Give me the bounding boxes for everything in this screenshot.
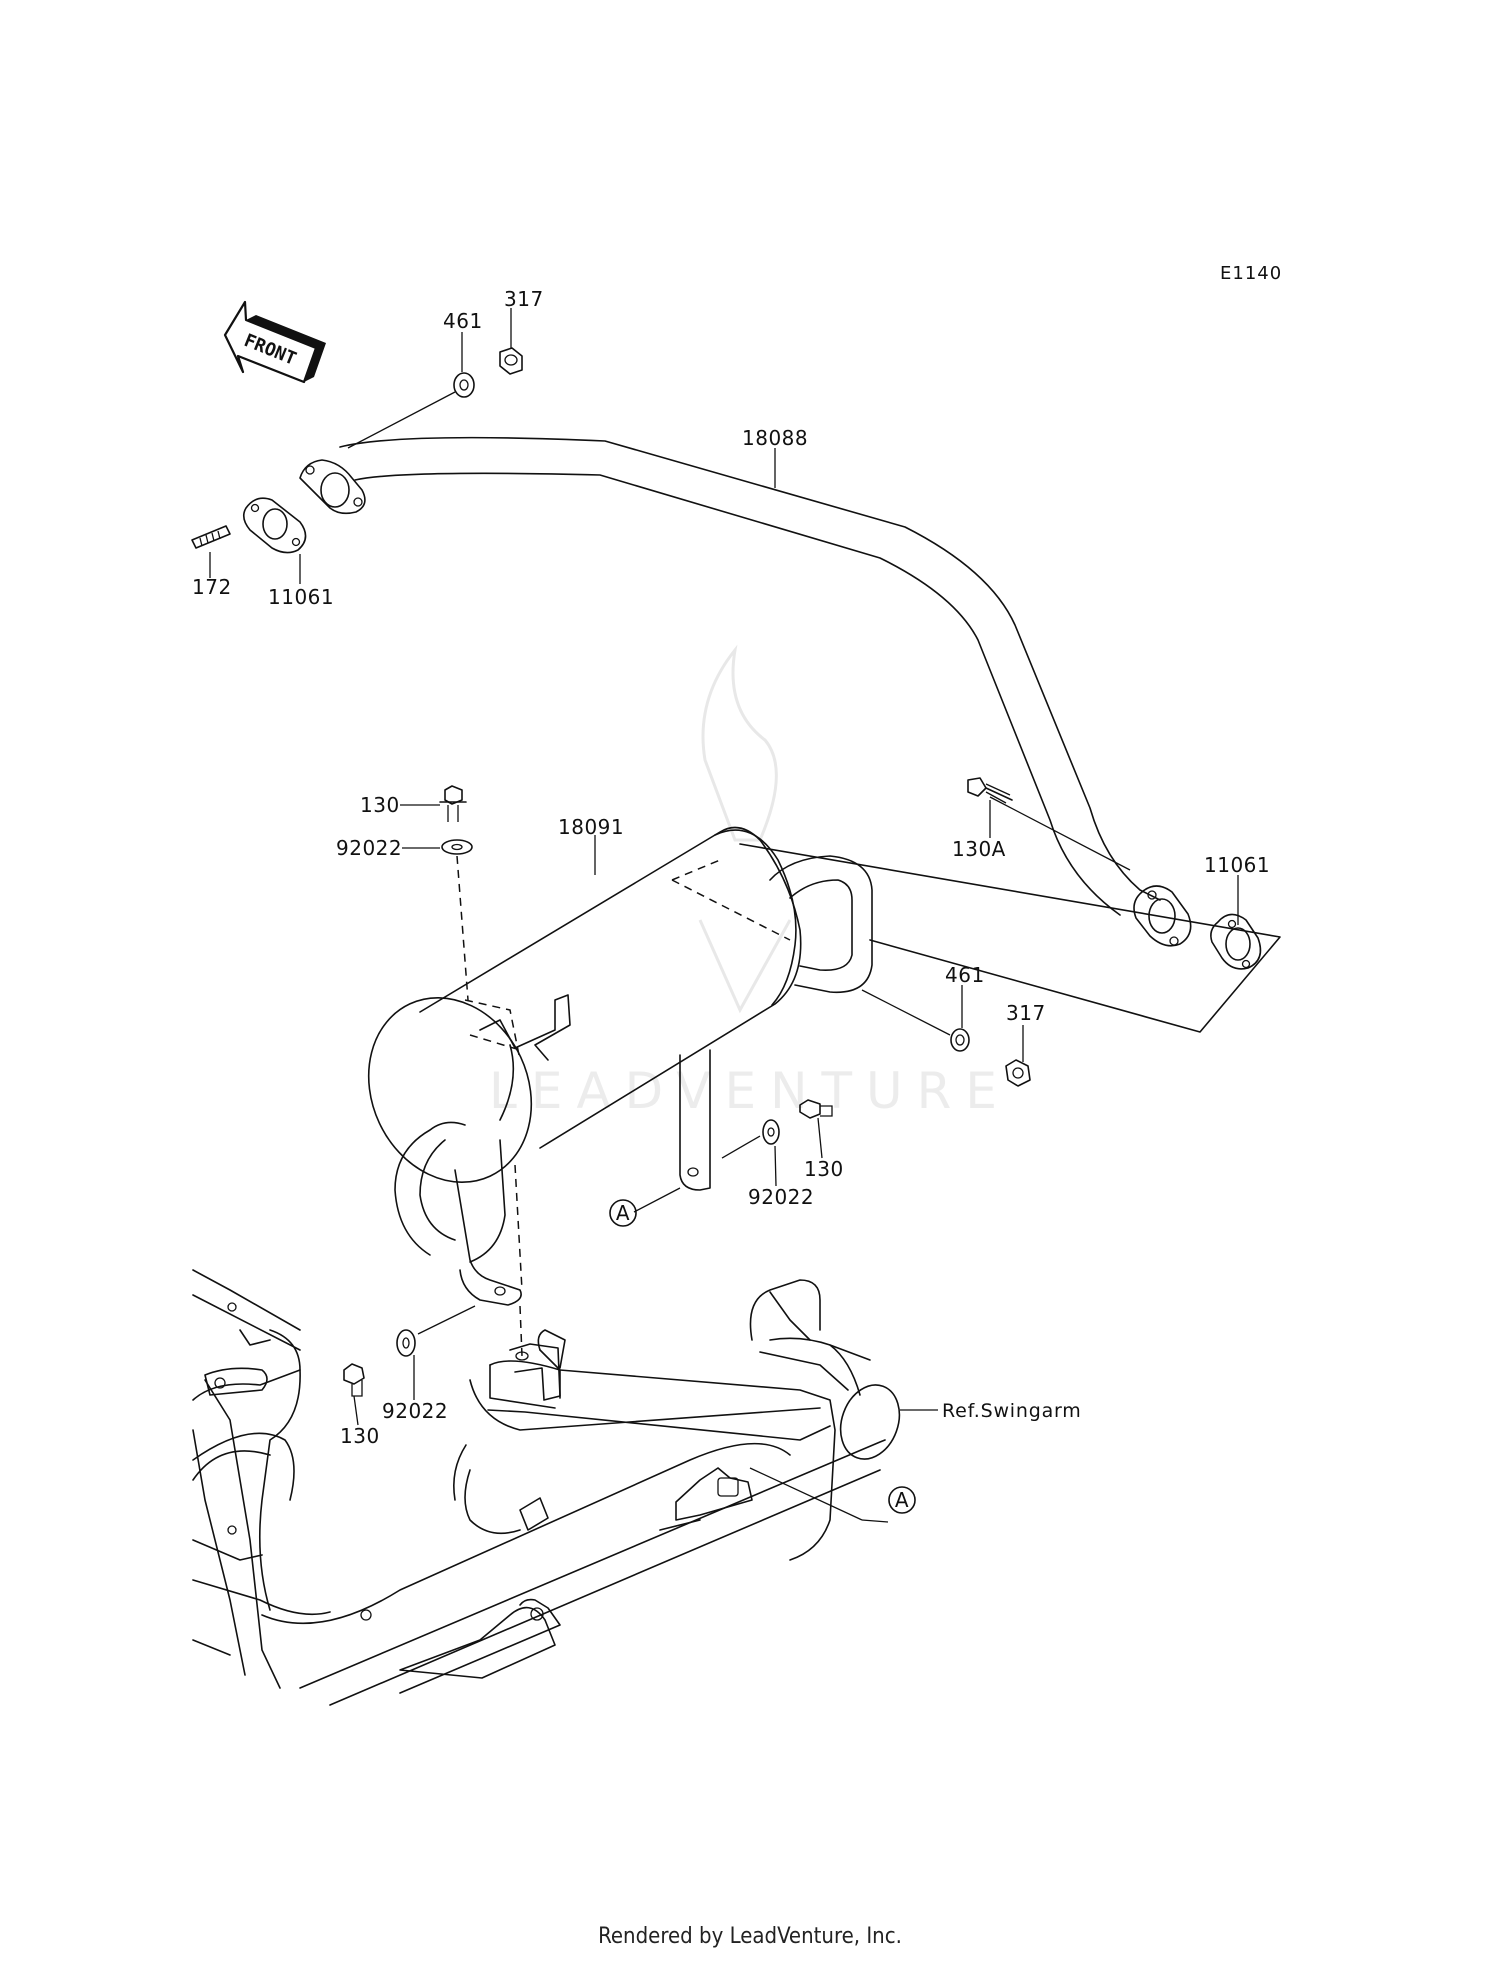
part-label-461-right: 461 (945, 963, 985, 987)
svg-text:A: A (616, 1201, 630, 1225)
gasket-11061-rear (1210, 913, 1262, 970)
bolt-130-top (439, 785, 467, 822)
ref-mark-a-lower: A (888, 1486, 916, 1514)
washer-92022-bottom (396, 1329, 416, 1357)
nut-317-right (1005, 1059, 1031, 1087)
washer-461-top (453, 372, 475, 398)
diagram-code: E1140 (1220, 263, 1282, 284)
washer-92022-mid (762, 1119, 780, 1145)
bolt-130A (967, 777, 1013, 804)
washer-461-right (950, 1028, 970, 1052)
part-label-130-mid: 130 (804, 1157, 844, 1181)
frame-swingarm (192, 1269, 901, 1706)
front-arrow-icon: FRONT (223, 300, 326, 384)
part-label-172: 172 (192, 575, 232, 599)
svg-text:A: A (895, 1488, 909, 1512)
muffler-18091 (367, 826, 1281, 1306)
nut-317-top (499, 347, 523, 375)
stud-172 (191, 525, 231, 549)
leadventure-watermark: LEADVENTURE (489, 644, 1011, 1120)
exhaust-pipe-18088 (299, 436, 1192, 947)
bolt-130-bottom (343, 1363, 365, 1397)
part-label-11061-right: 11061 (1204, 853, 1270, 877)
part-label-130A: 130A (952, 837, 1006, 861)
part-label-317-top: 317 (504, 287, 544, 311)
svg-text:LEADVENTURE: LEADVENTURE (489, 1062, 1011, 1120)
part-label-92022-mid: 92022 (748, 1185, 814, 1209)
part-label-317-right: 317 (1006, 1001, 1046, 1025)
bolt-130-mid (799, 1099, 833, 1119)
ref-swingarm-label: Ref.Swingarm (942, 1400, 1082, 1422)
washer-92022-top (441, 839, 473, 855)
part-label-92022-bottom: 92022 (382, 1399, 448, 1423)
part-label-18088: 18088 (742, 426, 808, 450)
part-labels: 317 461 18088 172 11061 130 92022 18091 … (192, 287, 1270, 1448)
part-label-18091: 18091 (558, 815, 624, 839)
ref-mark-a-upper: A (609, 1199, 637, 1227)
part-label-461-top: 461 (443, 309, 483, 333)
part-label-130-bottom: 130 (340, 1424, 380, 1448)
part-label-11061-left: 11061 (268, 585, 334, 609)
part-label-130-top: 130 (360, 793, 400, 817)
gasket-11061-front (242, 497, 307, 554)
part-label-92022-top: 92022 (336, 836, 402, 860)
footer-credit: Rendered by LeadVenture, Inc. (598, 1924, 902, 1949)
